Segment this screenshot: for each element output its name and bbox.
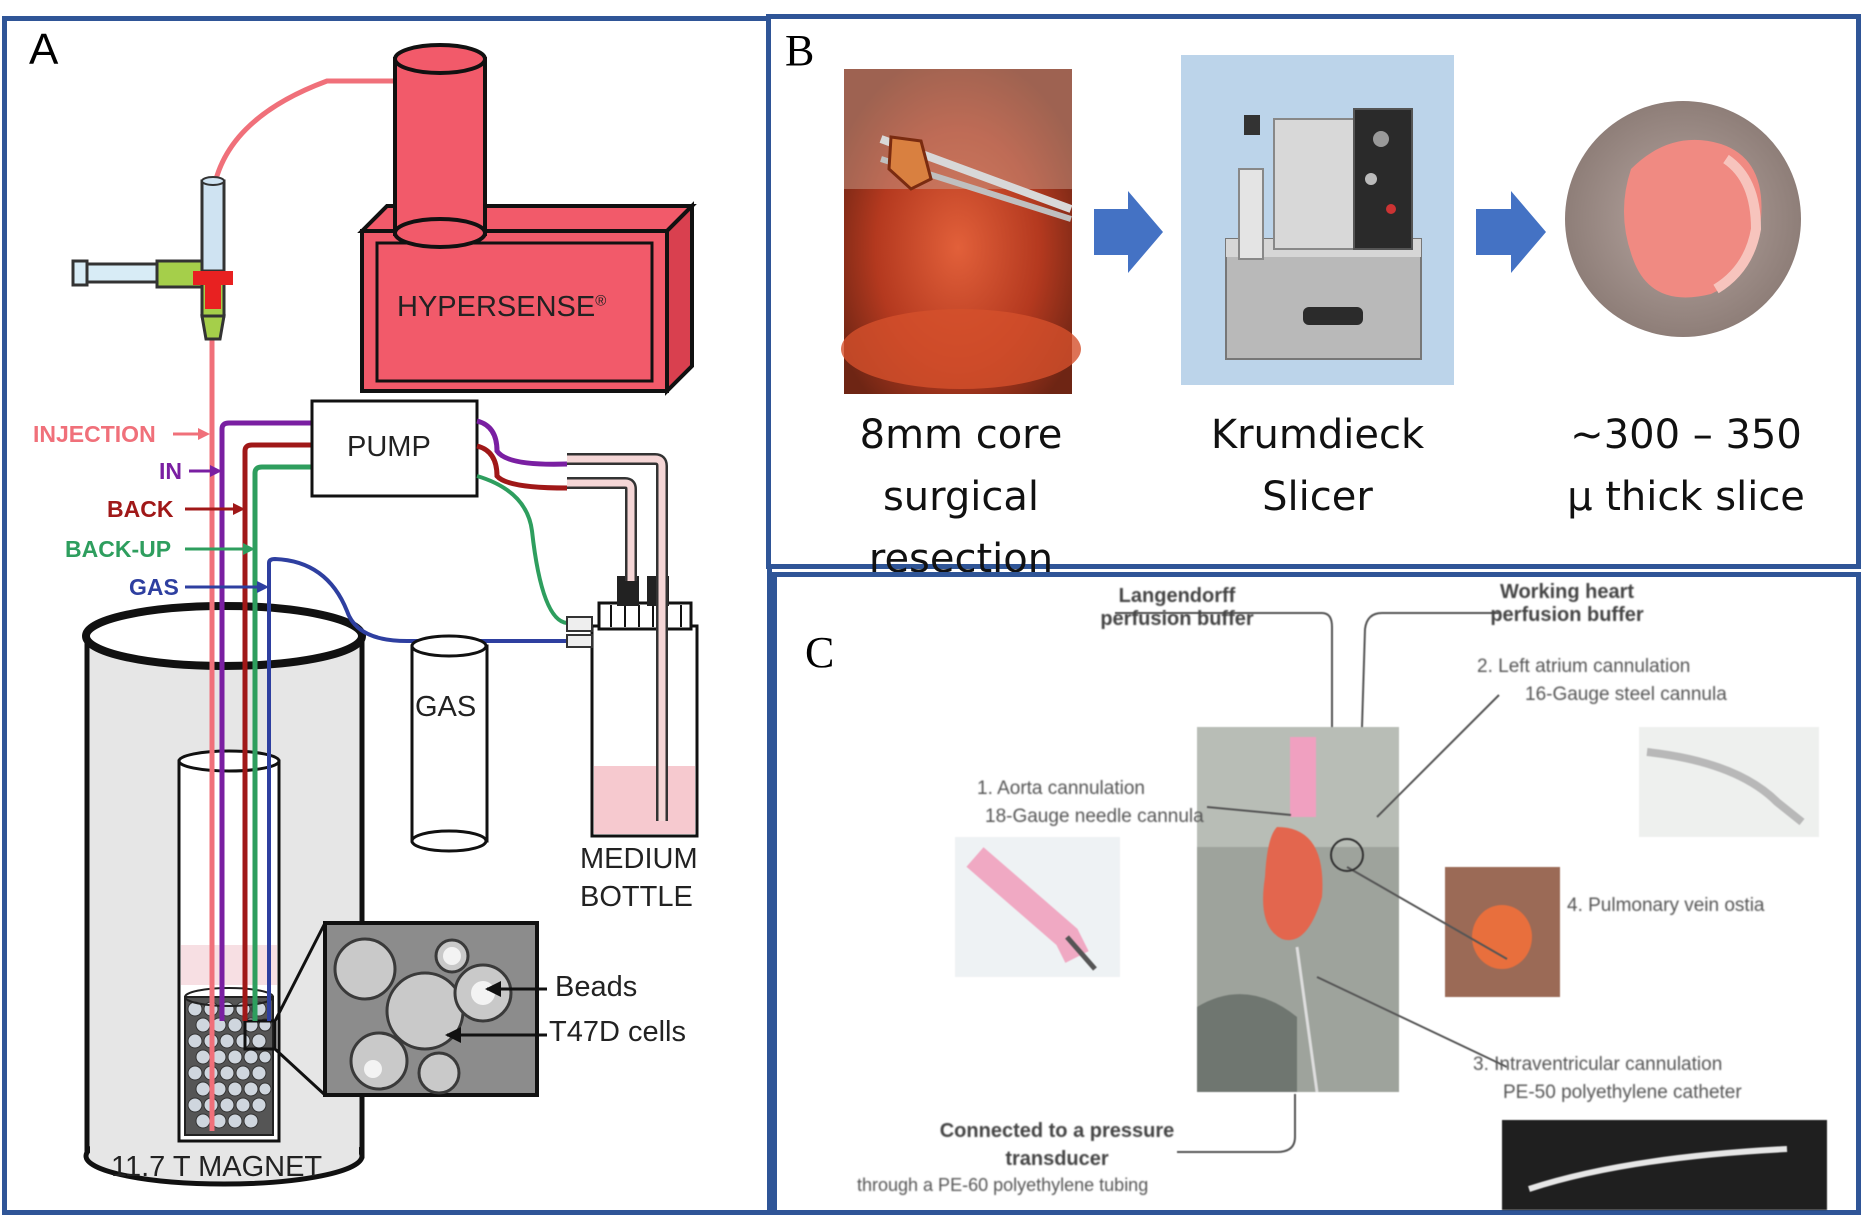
port-back-label: BACK: [107, 496, 174, 522]
port-gas-label: GAS: [129, 574, 179, 600]
gas-cylinder-label: GAS: [415, 691, 477, 723]
cells-label: T47D cells: [549, 1016, 686, 1048]
magnet-label: 11.7 T MAGNET: [111, 1151, 323, 1183]
gas-tube: [267, 556, 567, 1021]
intraventricular-label: 3. Intraventricular cannulation PE-50 po…: [1473, 1051, 1742, 1107]
langendorff-label: Langendorff perfusion buffer: [1077, 585, 1277, 631]
aorta-label: 1. Aorta cannulation 18-Gauge needle can…: [977, 775, 1204, 831]
caption-resection: 8mm core surgical resection: [821, 404, 1101, 590]
left-atrium-label: 2. Left atrium cannulation 16-Gauge stee…: [1477, 653, 1727, 709]
arrow-2-icon: [1476, 191, 1546, 273]
steel-cannula-photo: [1639, 727, 1819, 837]
valve-upper: [200, 179, 226, 273]
back-tube: [242, 442, 312, 1021]
panel-a: A HYPERSENSE® PUMP GAS MEDIUM BOTTLE 11.…: [2, 16, 772, 1215]
panel-a-letter: A: [29, 25, 59, 74]
caption-slicer: Krumdieck Slicer: [1181, 404, 1454, 528]
langendorff-line1: Langendorff: [1118, 585, 1236, 607]
tubing-label: through a PE-60 polyethylene tubing: [857, 1175, 1149, 1195]
caption-slicer-line1: Krumdieck: [1210, 412, 1425, 458]
caption-resection-line2: surgical: [882, 474, 1040, 520]
beads-label: Beads: [555, 971, 638, 1003]
zoom-box: [243, 1019, 277, 1051]
panel-c: C Langendorff perfusion buffer Working h…: [772, 572, 1861, 1215]
panel-b-letter: B: [785, 26, 815, 75]
working-heart-line2: perfusion buffer: [1490, 604, 1644, 626]
port-backup-label: BACK-UP: [65, 536, 172, 562]
left-atrium-line2: 16-Gauge steel cannula: [1525, 684, 1727, 705]
hypersense-box: [360, 229, 669, 393]
pressure-line1: Connected to a pressure: [939, 1120, 1175, 1142]
port-in-label: IN: [159, 458, 182, 484]
caption-slice-line1: ~300 – 350: [1570, 412, 1802, 458]
hypersense-cylinder: [393, 57, 487, 236]
caption-slice: ~300 – 350 µ thick slice: [1531, 404, 1841, 528]
slicing-workflow: [841, 55, 1801, 394]
apparatus-diagram: [71, 43, 699, 1187]
left-atrium-line1: 2. Left atrium cannulation: [1477, 656, 1691, 677]
caption-slicer-line2: Slicer: [1262, 474, 1373, 520]
aorta-line1: 1. Aorta cannulation: [977, 778, 1145, 799]
backup-tube: [252, 464, 312, 1021]
working-heart-line1: Working heart: [1499, 581, 1635, 603]
aorta-line2: 18-Gauge needle cannula: [985, 806, 1204, 827]
gas-cylinder: [410, 644, 489, 843]
syringe-barrel: [85, 262, 159, 284]
pump-box: [310, 399, 479, 498]
pulmonary-label: 4. Pulmonary vein ostia: [1567, 895, 1765, 916]
pressure-line2: transducer: [1005, 1148, 1109, 1170]
pump-label: PUMP: [347, 431, 431, 463]
working-heart-label: Working heart perfusion buffer: [1467, 581, 1667, 627]
heart-perfusion-diagram: [955, 612, 1827, 1210]
caption-slice-line2: µ thick slice: [1567, 474, 1805, 520]
port-injection-label: INJECTION: [33, 421, 156, 447]
intraventricular-line1: 3. Intraventricular cannulation: [1473, 1054, 1723, 1075]
medium-label-line2: BOTTLE: [580, 881, 693, 913]
intraventricular-line2: PE-50 polyethylene catheter: [1503, 1082, 1742, 1103]
hypersense-label: HYPERSENSE®: [397, 291, 607, 323]
panel-b: B 8mm core surgical resection Krumdieck …: [766, 14, 1861, 582]
in-tube: [219, 420, 312, 1021]
pressure-label: Connected to a pressure transducer: [907, 1117, 1207, 1173]
panel-c-letter: C: [805, 628, 835, 677]
arrow-1-icon: [1094, 191, 1163, 273]
langendorff-line2: perfusion buffer: [1100, 608, 1254, 630]
caption-resection-line1: 8mm core: [859, 412, 1063, 458]
catheter-photo: [1502, 1120, 1827, 1210]
medium-label-line1: MEDIUM: [580, 843, 698, 875]
